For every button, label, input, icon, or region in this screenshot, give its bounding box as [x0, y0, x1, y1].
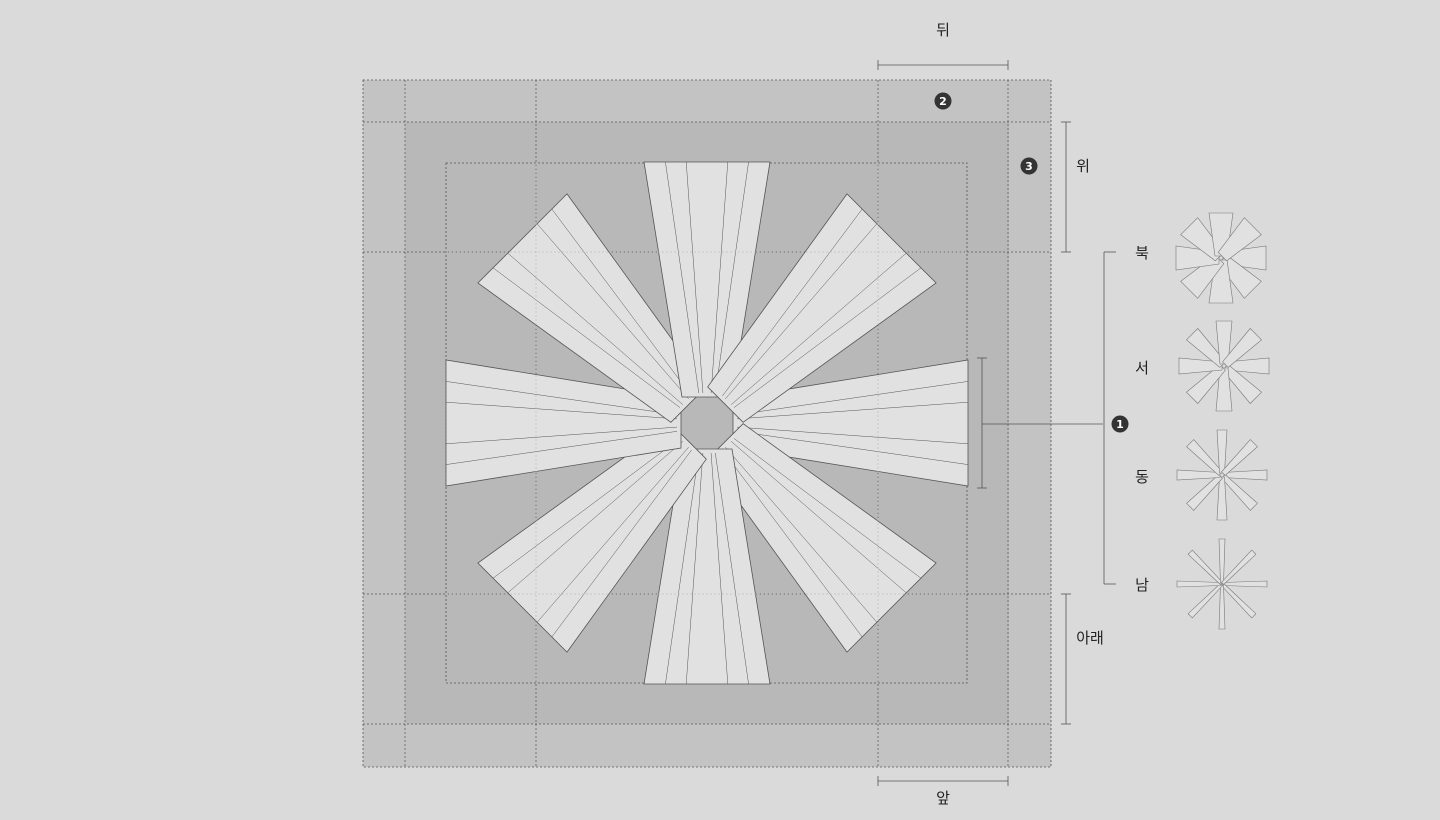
star-arm-line: [733, 438, 922, 579]
star-arm-line: [725, 446, 878, 623]
star-arm-line: [730, 441, 907, 594]
star-arm: [1222, 364, 1262, 404]
marker-3-number: 3: [1025, 160, 1033, 173]
star-arm: [1186, 439, 1223, 476]
star-arm: [477, 423, 707, 653]
star-arm: [1222, 328, 1262, 368]
star-arm-line: [551, 208, 692, 397]
marker-1: 1: [1111, 415, 1129, 433]
star-arm: [1216, 429, 1228, 474]
star-arm-line: [730, 252, 907, 405]
star-arm-line: [492, 438, 681, 579]
star-arm: [1178, 357, 1223, 375]
star-arm: [707, 193, 937, 423]
star-arm-line: [445, 381, 678, 416]
star-arm-line: [536, 446, 689, 623]
star-arm: [643, 161, 771, 398]
east-star: [1176, 429, 1268, 521]
east-label: 동: [1135, 468, 1149, 486]
star-arm-line: [715, 452, 749, 685]
star-arm-line: [665, 161, 700, 394]
star-arm: [1218, 584, 1226, 630]
variant-bracket: [1103, 251, 1116, 585]
grid-overlay: [446, 163, 967, 683]
star-arm: [1187, 583, 1223, 619]
south-star: [1176, 538, 1268, 630]
star-arm: [732, 359, 969, 487]
star-arm-line: [551, 449, 692, 638]
star-arm: [707, 423, 937, 653]
star-arm: [1215, 320, 1233, 365]
star-arm-line: [736, 381, 969, 416]
star-arm-line: [733, 267, 922, 408]
star-arm: [1223, 469, 1268, 481]
star-arm-line: [710, 161, 729, 394]
star-arm: [1180, 217, 1225, 262]
star-arm: [1186, 364, 1226, 404]
star-arm: [1218, 538, 1226, 584]
star-arm: [1222, 580, 1268, 588]
back-label: 뒤: [936, 21, 950, 39]
bottom-label: 아래: [1076, 629, 1104, 647]
star-arm: [1186, 328, 1226, 368]
star-arm-line: [685, 161, 704, 394]
star-arm: [1221, 583, 1257, 619]
star-arm: [1221, 549, 1257, 585]
star-arm: [1221, 474, 1258, 511]
star-arm-line: [445, 401, 678, 420]
star-arm-line: [725, 223, 878, 400]
front-label: 앞: [936, 789, 950, 807]
star-arm: [1217, 217, 1262, 262]
star-arm: [1221, 439, 1258, 476]
star-arm-line: [445, 426, 678, 445]
star-arm-line: [492, 267, 681, 408]
star-arm: [445, 359, 682, 487]
star-arm-line: [736, 431, 969, 465]
star-arm: [477, 193, 707, 423]
star-arm: [1215, 367, 1233, 412]
west-star: [1178, 320, 1270, 412]
marker-3: 3: [1020, 157, 1038, 175]
front-dimension: [877, 776, 1009, 786]
arm-bracket: [977, 357, 1103, 489]
star-arm-line: [736, 426, 969, 445]
star-arm-line: [507, 441, 684, 594]
star-arm: [643, 448, 771, 685]
bottom-dimension: [1061, 593, 1071, 725]
star-arm-line: [685, 452, 704, 685]
star-arm: [1187, 549, 1223, 585]
star-arm: [1180, 254, 1225, 299]
marker-1-number: 1: [1116, 418, 1124, 431]
star-arm: [1186, 474, 1223, 511]
south-label: 남: [1135, 576, 1149, 594]
star-arm-line: [536, 223, 689, 400]
north-star: [1175, 212, 1267, 304]
star-arm-line: [736, 401, 969, 420]
north-label: 북: [1135, 244, 1149, 262]
west-label: 서: [1135, 359, 1149, 377]
star-arm: [1176, 580, 1222, 588]
back-dimension: [877, 60, 1009, 70]
top-label: 위: [1076, 157, 1090, 175]
star-arm-line: [722, 449, 863, 638]
star-arm-line: [710, 452, 729, 685]
star-arm-line: [507, 252, 684, 405]
star-arm-line: [715, 161, 749, 394]
marker-2-number: 2: [939, 95, 947, 108]
star-arm-line: [445, 431, 678, 465]
main-star: [445, 161, 969, 685]
star-arm-line: [722, 208, 863, 397]
star-arm-line: [665, 452, 700, 685]
star-arm: [1176, 469, 1221, 481]
marker-2: 2: [934, 92, 952, 110]
top-dimension: [1061, 121, 1071, 253]
star-arm: [1216, 476, 1228, 521]
